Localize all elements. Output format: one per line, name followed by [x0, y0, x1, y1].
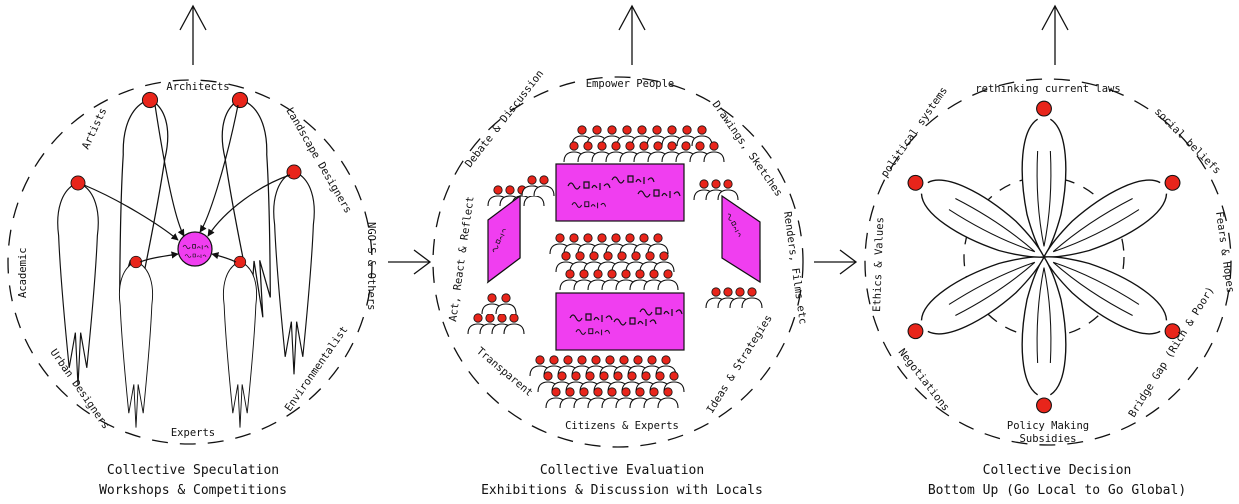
audience-person	[657, 269, 679, 291]
label-subsidies: Subsidies	[1020, 433, 1077, 445]
audience-person	[741, 287, 763, 309]
label-negotiations: Negotiations	[896, 346, 952, 413]
arrow-to-center	[207, 174, 291, 237]
label-empower-people: Empower People	[586, 78, 675, 90]
caption-subtitle: Workshops & Competitions	[99, 483, 287, 498]
audience-person	[717, 179, 739, 201]
label-renders: Renders, Films etc	[781, 211, 809, 325]
arrow-to-center	[154, 104, 185, 237]
audience-person	[647, 233, 669, 255]
label-act-react: Act, React & Reflect	[447, 196, 476, 323]
audience-person	[495, 293, 517, 315]
label-drawings: Drawings, Sketches	[710, 99, 785, 199]
dashed-boundary	[7, 79, 373, 445]
panel-evaluation: Empower People Debate & Discussion Drawi…	[432, 4, 809, 498]
dashed-boundary	[864, 78, 1232, 446]
up-arrow-head	[179, 4, 207, 31]
exhibition-board-top	[555, 163, 685, 222]
label-political-systems: political systems	[879, 85, 950, 180]
caption-subtitle: Exhibitions & Discussion with Locals	[481, 483, 763, 498]
audience-person	[533, 175, 555, 197]
label-citizens-experts: Citizens & Experts	[565, 420, 679, 432]
up-arrow-head	[618, 4, 646, 31]
figure-academic	[57, 175, 99, 386]
idea-hub	[177, 231, 213, 267]
audience-person	[653, 251, 675, 273]
figure-urban	[118, 255, 154, 429]
caption-subtitle: Bottom Up (Go Local to Go Global)	[928, 483, 1186, 498]
up-arrow-head	[1041, 4, 1069, 31]
label-social-beliefs: social beliefs	[1152, 106, 1223, 177]
exhibition-board-left-panel	[487, 194, 521, 284]
dashed-boundary	[432, 76, 804, 448]
connector-arrow-1	[388, 249, 432, 275]
decision-petals	[897, 100, 1191, 414]
label-fears-hopes: Fears & Hopes	[1213, 211, 1236, 294]
arrow-to-center	[83, 184, 179, 241]
arrow-to-center	[139, 251, 179, 263]
arrow-to-center	[199, 104, 239, 233]
figure-landscape	[273, 164, 315, 375]
panel-decision: rethinking current laws political system…	[864, 4, 1236, 498]
label-ideas-strategies: Ideas & Strategies	[704, 313, 774, 416]
figure-environmentalist	[222, 255, 258, 429]
label-academic: Academic	[17, 247, 29, 298]
label-architects: Architects	[166, 81, 229, 93]
caption-title: Collective Evaluation	[540, 463, 704, 478]
audience-person	[503, 313, 525, 335]
label-debate: Debate & Discussion	[463, 68, 546, 170]
label-ethics-values: Ethics & Values	[871, 217, 886, 312]
label-ngos: NGO'S & Others	[365, 222, 377, 311]
panel-speculation: Architects Artists Landscape Designers N…	[7, 4, 377, 498]
caption-title: Collective Decision	[983, 463, 1132, 478]
label-transparent: Transparent	[474, 345, 535, 399]
label-rethinking-laws: rethinking current laws	[975, 83, 1120, 95]
arrow-to-center	[211, 252, 237, 263]
exhibition-board-right-panel	[721, 194, 761, 284]
label-artists: Artists	[80, 106, 110, 151]
connector-arrow-2	[814, 249, 858, 275]
label-policy-making: Policy Making	[1007, 420, 1089, 432]
caption-title: Collective Speculation	[107, 463, 279, 478]
label-experts: Experts	[171, 427, 215, 439]
